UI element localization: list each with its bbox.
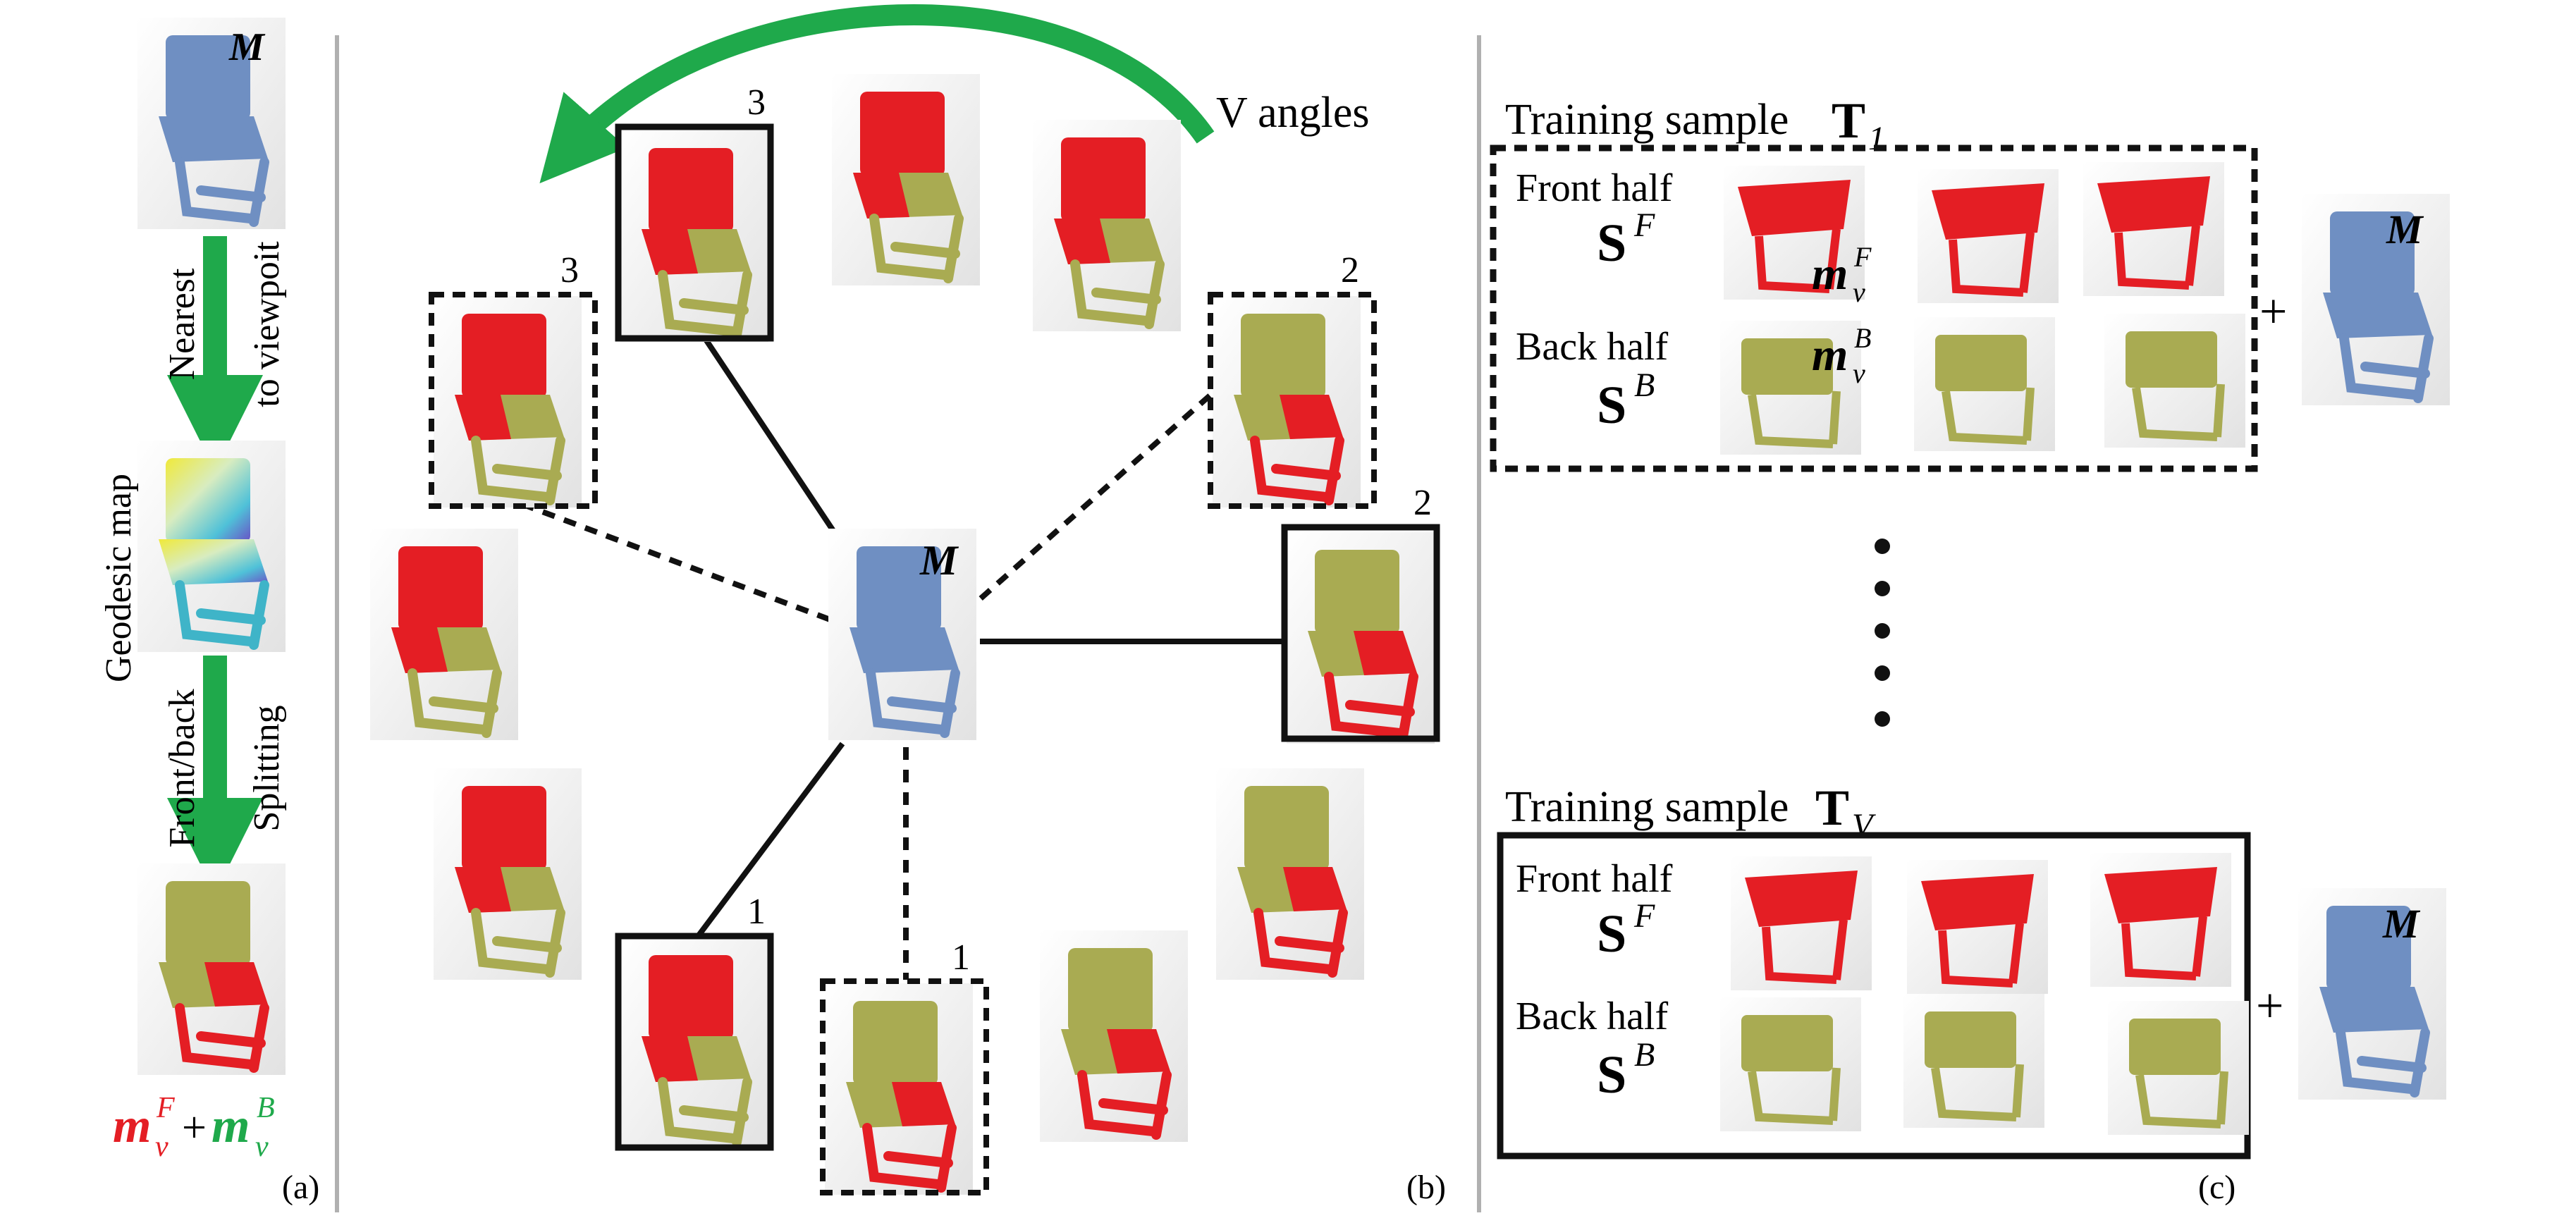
rotation-arrow [539, 4, 1215, 184]
panel-b-tag: (b) [1406, 1169, 1446, 1206]
sample1-front-part-3 [2083, 162, 2224, 296]
samplev-plus: + [2256, 979, 2283, 1033]
number-bottom-solid: 1 [747, 892, 766, 932]
training-sample-v: Training sample T V Front half S F Back … [1497, 780, 2446, 1160]
view-left-bottom [434, 768, 582, 980]
sample1-title-T: T [1832, 92, 1865, 149]
mF-symbol: m [113, 1099, 151, 1153]
samplev-title: Training sample [1505, 783, 1789, 831]
view-right-bottom [1216, 768, 1364, 980]
samplev-back-part-2 [1903, 994, 2044, 1128]
mB-symbol: m [211, 1099, 250, 1153]
samplev-front-part-3 [2090, 853, 2231, 987]
view-left-mid [370, 529, 518, 740]
samplev-frame-solid [1497, 832, 2251, 1160]
geodesic-map-label: Geodesic map [99, 474, 139, 682]
nearest-label: Nearest [162, 268, 202, 380]
sample1-back-part-3 [2104, 314, 2245, 448]
training-sample-1: Training sample T 1 Front half S F m v F… [1490, 92, 2450, 472]
plus-sign: + [182, 1104, 207, 1152]
number-right-dashed: 2 [1341, 250, 1359, 290]
number-bottom-dashed: 1 [952, 937, 970, 978]
view-top-selected [620, 130, 768, 342]
frame-left-dashed [429, 292, 598, 509]
panel-a-tag: (a) [282, 1169, 319, 1206]
samplev-front-sup: F [1633, 897, 1655, 935]
samplev-front-label: Front half [1516, 857, 1673, 901]
edge-bottom [692, 742, 845, 943]
view-bottom-selected [620, 937, 768, 1149]
sample1-mB-sup: B [1854, 322, 1871, 354]
panel-a: M Nearest to viewpoit Geodesic map Front… [99, 18, 319, 1206]
view-bottom-right [1040, 930, 1188, 1142]
sample1-front-part-2 [1918, 169, 2059, 303]
geodesic-chair-image [137, 441, 286, 652]
frame-bottom-dashed [820, 978, 989, 1195]
sample1-mF-sup: F [1853, 241, 1872, 273]
mF-sup: F [156, 1092, 175, 1124]
front-back-label: Front/back [162, 689, 202, 847]
view-top-center [832, 74, 980, 285]
model-label: M [228, 25, 266, 69]
sample1-front-sup: F [1633, 207, 1655, 244]
samplev-back-part-3 [2108, 1001, 2249, 1135]
sample1-title-sub: 1 [1868, 120, 1885, 157]
samplev-front-part-2 [1907, 860, 2048, 994]
frame-top-solid [615, 123, 774, 342]
samplev-back-sup: B [1634, 1036, 1655, 1074]
view-bottom-selected-dashed [825, 983, 973, 1195]
viewpoint-label: to viewpoit [247, 241, 287, 407]
number-left: 3 [560, 250, 579, 290]
view-left-selected [434, 296, 582, 508]
sample1-mB-sub: v [1853, 357, 1865, 389]
samplev-model-chair [2298, 888, 2446, 1100]
samplev-front-S: S [1597, 904, 1626, 964]
view-right-selected-solid [1287, 532, 1435, 744]
sample1-mB: m [1812, 329, 1848, 381]
samplev-back-S: S [1597, 1045, 1626, 1105]
frame-right-solid [1281, 524, 1440, 742]
center-model-label: M [919, 537, 959, 584]
mB-sub: v [255, 1131, 269, 1163]
samplev-title-sub: V [1852, 807, 1876, 844]
splitting-label: Splitting [247, 705, 287, 831]
view-right-selected-dashed [1213, 296, 1361, 508]
mask-formula: m v F + m v B [113, 1092, 275, 1163]
sample1-model-chair [2302, 194, 2450, 405]
split-chair-image [137, 863, 286, 1075]
samplev-back-part-1 [1720, 997, 1861, 1131]
sample1-frame-dashed [1490, 144, 2258, 472]
sample1-title: Training sample [1505, 96, 1789, 144]
edge-right-dashed [978, 379, 1229, 601]
number-right-solid: 2 [1413, 483, 1432, 523]
panel-b: V angles M 3 3 2 2 1 1 [370, 4, 1446, 1206]
samplev-back-label: Back half [1516, 995, 1668, 1038]
mF-sub: v [155, 1131, 168, 1163]
v-angles-label: V angles [1216, 89, 1370, 137]
view-top-right [1033, 120, 1181, 331]
edge-left-dashed [520, 501, 833, 623]
sample1-back-S: S [1597, 376, 1626, 435]
sample1-model-label: M [2386, 207, 2424, 252]
sample1-back-sup: B [1634, 367, 1655, 404]
mB-sup: B [257, 1092, 275, 1124]
frame-bottom-solid [615, 933, 774, 1151]
samplev-model-label: M [2382, 901, 2421, 947]
ellipsis-dots [1875, 539, 1890, 727]
sample1-mF: m [1812, 248, 1848, 300]
number-top: 3 [747, 82, 766, 123]
samplev-front-part-1 [1731, 856, 1872, 990]
panel-c: Training sample T 1 Front half S F m v F… [1490, 92, 2450, 1206]
sample1-plus: + [2259, 285, 2287, 339]
sample1-front-S: S [1597, 214, 1626, 273]
samplev-title-T: T [1815, 780, 1849, 836]
sample1-back-label: Back half [1516, 325, 1668, 369]
panel-c-tag: (c) [2198, 1169, 2235, 1206]
sample1-front-label: Front half [1516, 166, 1673, 210]
frame-right-dashed [1208, 292, 1377, 509]
sample1-mF-sub: v [1853, 276, 1865, 308]
sample1-back-part-2 [1914, 317, 2055, 451]
